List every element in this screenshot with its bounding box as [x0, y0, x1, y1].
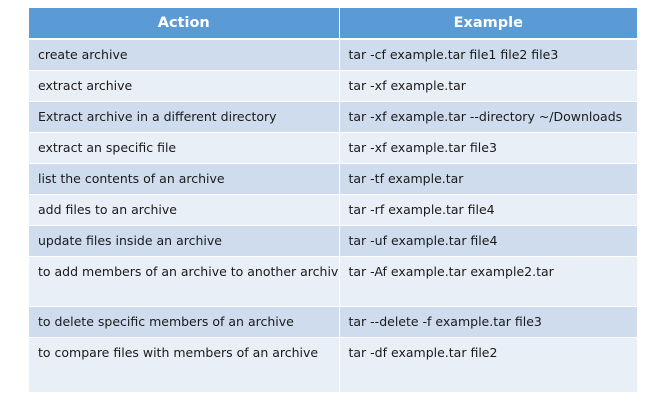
example-cell: tar -uf example.tar file4: [339, 225, 637, 257]
example-cell: tar -df example.tar file2: [339, 337, 637, 393]
table-row: update files inside an archive tar -uf e…: [29, 225, 637, 257]
example-cell: tar --delete -f example.tar file3: [339, 306, 637, 338]
table-row: extract an specific file tar -xf example…: [29, 132, 637, 164]
table-row: extract archive tar -xf example.tar: [29, 70, 637, 102]
action-cell: to compare files with members of an arch…: [29, 337, 340, 393]
table-row: add files to an archive tar -rf example.…: [29, 194, 637, 226]
example-cell: tar -xf example.tar --directory ~/Downlo…: [339, 101, 637, 133]
action-cell: Extract archive in a different directory: [29, 101, 340, 133]
example-cell: tar -xf example.tar: [339, 70, 637, 102]
action-cell: list the contents of an archive: [29, 163, 340, 195]
table-row: to delete specific members of an archive…: [29, 306, 637, 338]
example-cell: tar -cf example.tar file1 file2 file3: [339, 39, 637, 71]
table-row: to compare files with members of an arch…: [29, 337, 637, 393]
header-action: Action: [29, 8, 340, 40]
example-cell: tar -Af example.tar example2.tar: [339, 256, 637, 307]
table-row: to add members of an archive to another …: [29, 256, 637, 307]
action-cell: extract archive: [29, 70, 340, 102]
action-cell: update files inside an archive: [29, 225, 340, 257]
table-row: list the contents of an archive tar -tf …: [29, 163, 637, 195]
action-cell: to add members of an archive to another …: [29, 256, 340, 307]
example-cell: tar -rf example.tar file4: [339, 194, 637, 226]
header-row: Action Example: [29, 8, 637, 40]
action-cell: extract an specific file: [29, 132, 340, 164]
table-row: Extract archive in a different directory…: [29, 101, 637, 133]
header-example: Example: [339, 8, 637, 40]
action-cell: create archive: [29, 39, 340, 71]
example-cell: tar -xf example.tar file3: [339, 132, 637, 164]
tar-commands-table: Action Example create archive tar -cf ex…: [29, 8, 637, 393]
action-cell: add files to an archive: [29, 194, 340, 226]
action-cell: to delete specific members of an archive: [29, 306, 340, 338]
table-row: create archive tar -cf example.tar file1…: [29, 39, 637, 71]
example-cell: tar -tf example.tar: [339, 163, 637, 195]
